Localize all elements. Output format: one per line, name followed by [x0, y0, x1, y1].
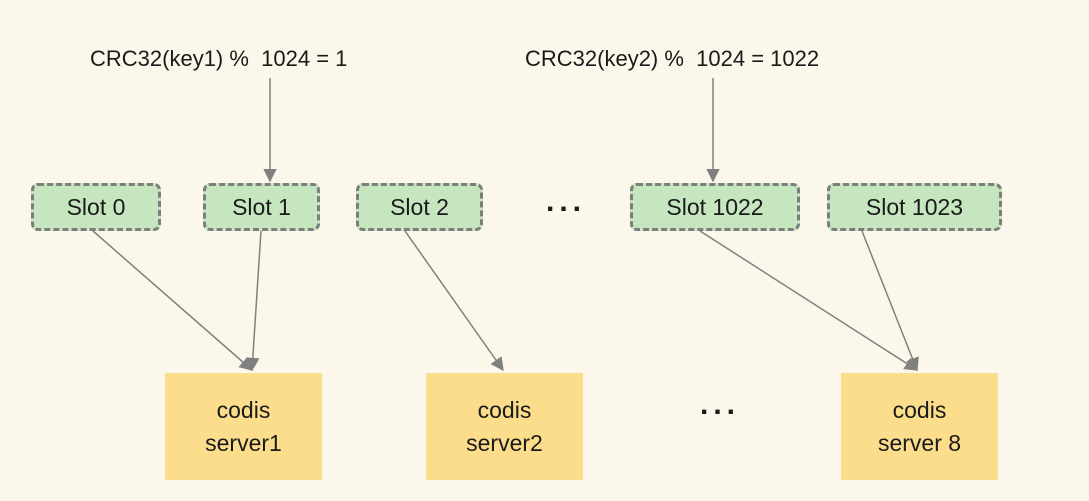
arrow-slot1022-to-server8 — [699, 230, 919, 371]
server-codis-server1: codis server1 — [165, 373, 322, 480]
server8-line1: codis — [892, 396, 947, 423]
server-codis-server8: codis server 8 — [841, 373, 998, 480]
slot-1022: Slot 1022 — [630, 183, 800, 231]
slot-0: Slot 0 — [31, 183, 161, 231]
arrow-slot0-to-server1 — [92, 230, 254, 371]
arrow-slot1023-to-server8 — [861, 230, 919, 372]
server1-line1: codis — [216, 396, 271, 423]
server8-line2: server 8 — [877, 429, 962, 456]
server-codis-server2: codis server2 — [426, 373, 583, 480]
formula-key2: CRC32(key2) % 1024 = 1022 — [525, 46, 820, 71]
formula-key1: CRC32(key1) % 1024 = 1 — [90, 46, 348, 71]
slot-2: Slot 2 — [356, 183, 483, 231]
server2-line2: server2 — [466, 429, 543, 456]
arrow-slot2-to-server2 — [404, 230, 504, 372]
slot-1: Slot 1 — [203, 183, 320, 231]
slot-1023: Slot 1023 — [827, 183, 1002, 231]
servers-ellipsis: ... — [700, 388, 741, 421]
server2-line1: codis — [477, 396, 532, 423]
arrow-slot1-to-server1 — [246, 230, 262, 372]
slots-ellipsis: ... — [546, 185, 587, 218]
server1-line2: server1 — [205, 429, 282, 456]
